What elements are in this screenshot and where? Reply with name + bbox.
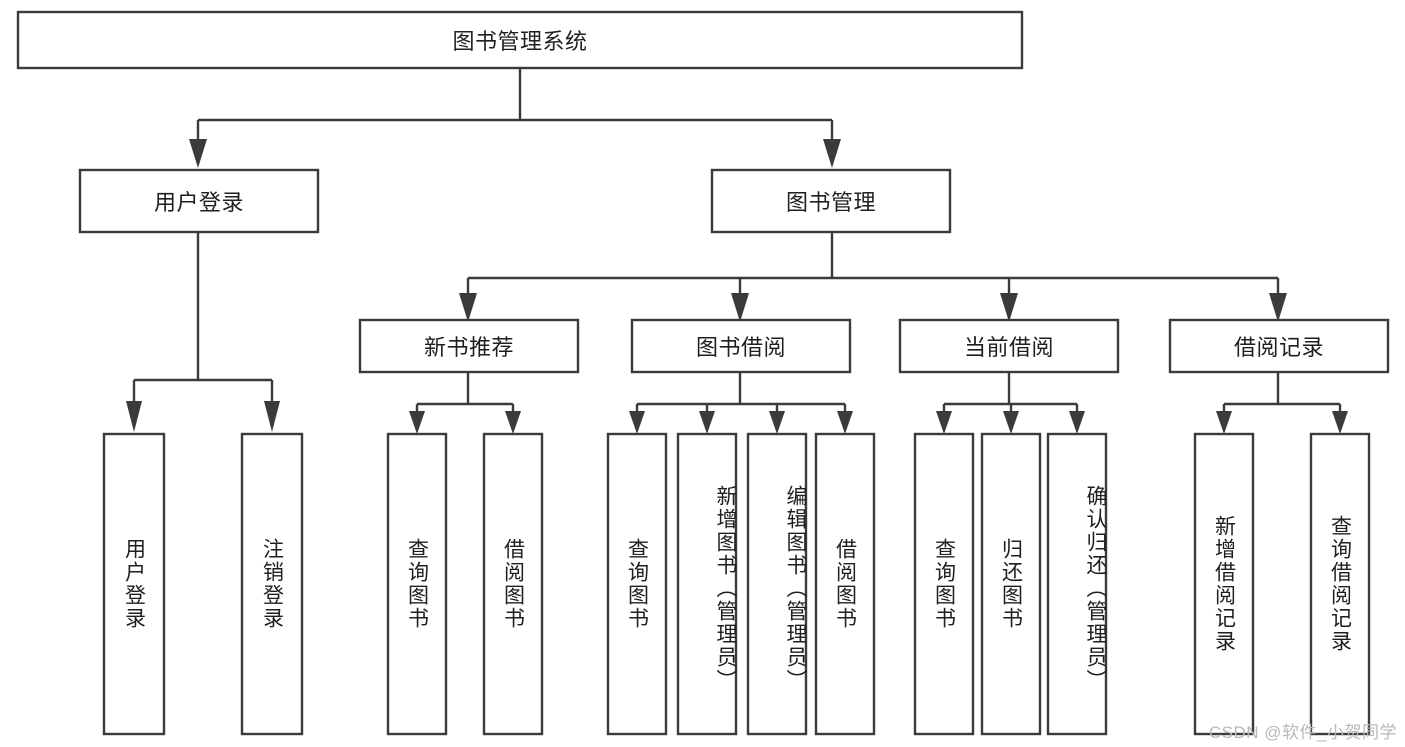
- node-bookmgmt[interactable]: [710, 168, 952, 234]
- node-leaf-13[interactable]: [1309, 432, 1371, 736]
- node-leaf-12[interactable]: [1193, 432, 1255, 736]
- arrowhead-leaf-8: [837, 411, 853, 434]
- arrowhead-leaf-13: [1332, 411, 1348, 434]
- node-root[interactable]: [16, 10, 1024, 70]
- arrowhead-leaf-7: [769, 411, 785, 434]
- csdn-watermark: CSDN @软件_小贺同学: [1208, 723, 1397, 742]
- node-leaf-2[interactable]: [240, 432, 304, 736]
- arrowhead-to-login: [189, 139, 207, 168]
- arrowhead-to-records: [1269, 293, 1287, 322]
- node-leaf-3[interactable]: [386, 432, 448, 736]
- arrowhead-to-borrow: [731, 293, 749, 322]
- arrowhead-leaf-9: [936, 411, 952, 434]
- arrowhead-leaf-5: [629, 411, 645, 434]
- node-leaf-7[interactable]: [746, 432, 808, 736]
- arrowhead-to-newbook: [459, 293, 477, 322]
- arrowhead-leaf-6: [699, 411, 715, 434]
- node-records[interactable]: [1168, 318, 1390, 374]
- node-newbook[interactable]: [358, 318, 580, 374]
- node-leaf-11[interactable]: [1046, 432, 1108, 736]
- arrowhead-leaf-11: [1069, 411, 1085, 434]
- node-current[interactable]: [898, 318, 1120, 374]
- node-leaf-9[interactable]: [913, 432, 975, 736]
- arrowhead-to-bookmgmt: [823, 139, 841, 168]
- node-leaf-4[interactable]: [482, 432, 544, 736]
- node-leaf-1[interactable]: [102, 432, 166, 736]
- arrowhead-leaf-2: [264, 401, 280, 432]
- arrowhead-leaf-3: [409, 411, 425, 434]
- node-leaf-10[interactable]: [980, 432, 1042, 736]
- arrowhead-leaf-4: [505, 411, 521, 434]
- arrowhead-leaf-1: [126, 401, 142, 432]
- node-leaf-8[interactable]: [814, 432, 876, 736]
- node-leaf-6[interactable]: [676, 432, 738, 736]
- node-login[interactable]: [78, 168, 320, 234]
- arrowhead-leaf-10: [1003, 411, 1019, 434]
- node-leaf-5[interactable]: [606, 432, 668, 736]
- arrowhead-leaf-12: [1216, 411, 1232, 434]
- arrowhead-to-current: [1000, 293, 1018, 322]
- node-borrow[interactable]: [630, 318, 852, 374]
